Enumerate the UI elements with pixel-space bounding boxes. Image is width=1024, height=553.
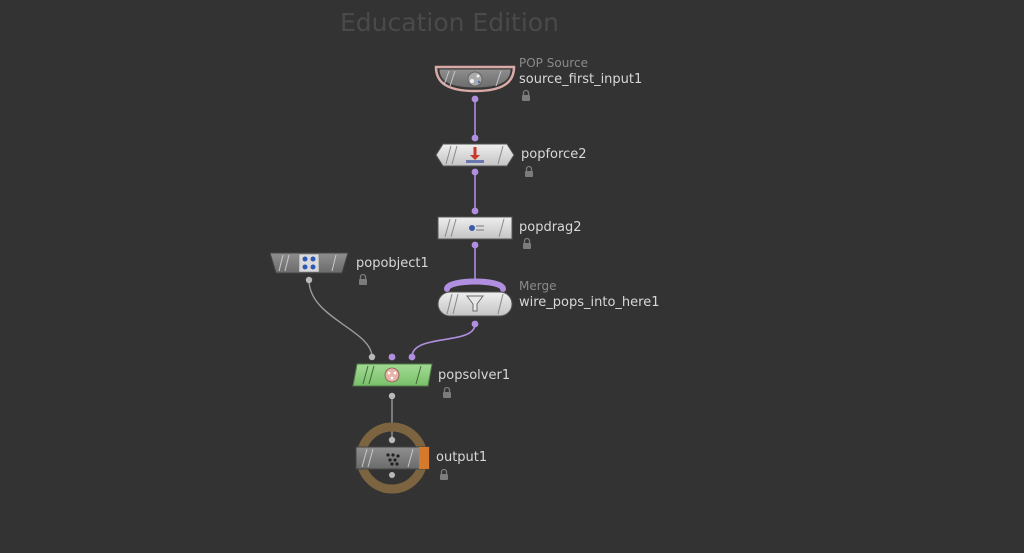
watermark-text: Education Edition [340, 8, 559, 37]
input-connector-pre[interactable] [388, 353, 396, 361]
output-connector[interactable] [471, 95, 479, 103]
display-flag[interactable] [419, 447, 429, 469]
node-name-label[interactable]: output1 [436, 450, 487, 465]
output-connector[interactable] [389, 472, 395, 478]
node-output[interactable]: output1 [355, 422, 487, 494]
output-icon [386, 453, 400, 466]
node-name-label[interactable]: popforce2 [521, 147, 586, 162]
node-popforce[interactable]: popforce2 [435, 134, 586, 178]
output-connector[interactable] [471, 168, 479, 176]
lock-icon[interactable] [358, 273, 368, 286]
drag-icon [469, 225, 484, 231]
node-source-first-input[interactable]: POP Source source_first_input1 [434, 56, 642, 103]
input-connector-post[interactable] [408, 353, 416, 361]
wire-popobject-to-popsolver[interactable] [308, 279, 373, 358]
node-name-label[interactable]: source_first_input1 [519, 72, 642, 87]
input-connector[interactable] [471, 207, 479, 215]
node-popsolver[interactable]: popsolver1 [352, 353, 510, 400]
node-name-label[interactable]: wire_pops_into_here1 [519, 295, 660, 310]
pop-object-icon [298, 253, 320, 273]
output-connector[interactable] [471, 320, 479, 328]
force-icon [466, 147, 484, 163]
input-connector-object[interactable] [368, 353, 376, 361]
node-popobject[interactable]: popobject1 [269, 252, 429, 286]
output-connector[interactable] [471, 241, 479, 249]
lock-icon[interactable] [521, 89, 531, 102]
output-connector[interactable] [388, 392, 396, 400]
lock-icon[interactable] [522, 237, 532, 250]
input-connector[interactable] [388, 436, 396, 444]
node-merge[interactable]: Merge wire_pops_into_here1 [437, 278, 660, 328]
particle-source-icon [467, 71, 483, 87]
node-popdrag[interactable]: popdrag2 [437, 207, 582, 250]
lock-icon[interactable] [439, 468, 449, 481]
node-name-label[interactable]: popsolver1 [438, 368, 510, 383]
node-type-label: POP Source [519, 56, 588, 70]
node-name-label[interactable]: popobject1 [356, 256, 429, 271]
wire-merge-to-popsolver[interactable] [411, 323, 476, 358]
wires [308, 99, 476, 440]
merge-funnel-icon [466, 295, 484, 312]
solver-icon [384, 367, 400, 383]
node-type-label: Merge [519, 279, 556, 293]
lock-icon[interactable] [442, 386, 452, 399]
merge-input-bar[interactable] [444, 278, 506, 292]
output-connector[interactable] [305, 276, 313, 284]
input-connector[interactable] [471, 134, 479, 142]
node-name-label[interactable]: popdrag2 [519, 220, 582, 235]
lock-icon[interactable] [524, 165, 534, 178]
